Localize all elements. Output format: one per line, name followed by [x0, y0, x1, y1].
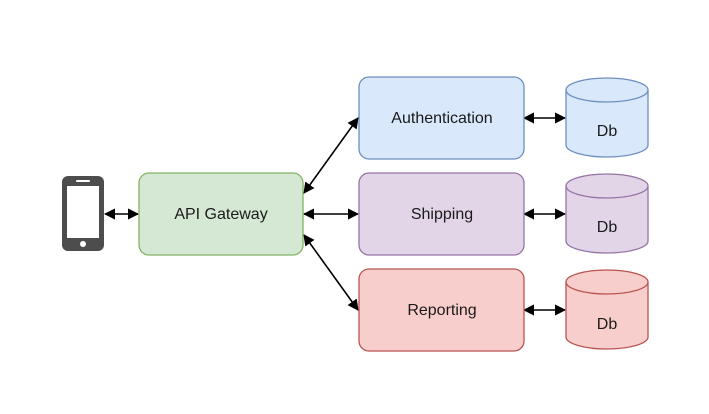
database-label: Db [597, 219, 618, 236]
service-node-reporting: Reporting [358, 268, 525, 352]
service-node-authentication: Authentication [358, 76, 525, 160]
database-authentication: Db [565, 77, 649, 158]
database-label: Db [597, 123, 618, 140]
api-gateway-label: API Gateway [174, 206, 267, 223]
database-reporting: Db [565, 269, 649, 350]
service-label: Authentication [391, 110, 492, 127]
edge-gateway-authentication [303, 117, 359, 194]
database-label: Db [597, 316, 618, 333]
database-shipping: Db [565, 173, 649, 254]
service-label: Reporting [407, 302, 476, 319]
edge-gateway-reporting [303, 234, 359, 311]
service-label: Shipping [411, 206, 473, 223]
smartphone-icon [62, 176, 104, 251]
api-gateway-node: API Gateway [138, 172, 304, 256]
service-node-shipping: Shipping [358, 172, 525, 256]
